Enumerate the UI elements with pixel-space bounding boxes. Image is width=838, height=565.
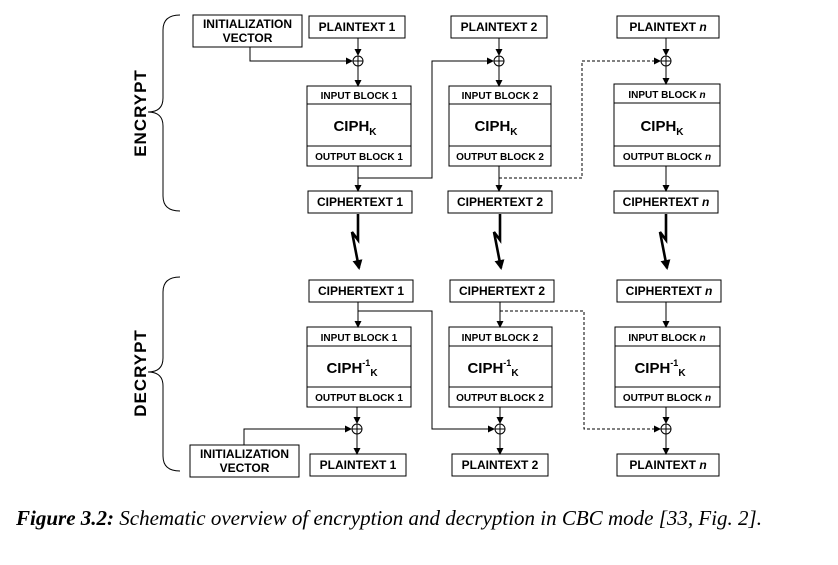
encrypt-cipher-1: CIPHK — [333, 118, 377, 138]
decrypt-output-block-1: OUTPUT BLOCK 1 — [315, 393, 403, 404]
encrypt-xor-n — [660, 55, 672, 67]
encrypt-connectors — [249, 38, 670, 192]
decrypt-plaintext-1: PLAINTEXT 1 — [320, 458, 397, 472]
encrypt-xor-1 — [352, 55, 364, 67]
encrypt-ciphertext-n: CIPHERTEXT n — [623, 195, 710, 209]
decrypt-input-block-n: INPUT BLOCK n — [628, 333, 705, 344]
decrypt-xor-2 — [494, 423, 506, 435]
svg-text:INITIALIZATION: INITIALIZATION — [203, 17, 292, 31]
decrypt-column-1: CIPHERTEXT 1 INPUT BLOCK 1 CIPH-1K OUTPU… — [306, 279, 414, 477]
decrypt-label: DECRYPT — [131, 329, 150, 417]
caption-text: Schematic overview of encryption and dec… — [114, 506, 762, 530]
encrypt-xor-2 — [493, 55, 505, 67]
decrypt-cipher-2: CIPH-1K — [467, 358, 519, 379]
encrypt-input-block-2: INPUT BLOCK 2 — [462, 91, 539, 102]
encrypt-column-1: PLAINTEXT 1 INPUT BLOCK 1 CIPHK OUTPUT B… — [306, 15, 413, 214]
decrypt-iv-box: INITIALIZATION VECTOR — [189, 444, 300, 478]
decrypt-plaintext-n: PLAINTEXT n — [629, 458, 706, 472]
decrypt-xor-n — [660, 423, 672, 435]
encrypt-output-block-n: OUTPUT BLOCK n — [623, 152, 711, 163]
decrypt-section: DECRYPT CIPHERTEXT 1 INPUT BLOCK 1 CIPH-… — [131, 276, 722, 478]
encrypt-plaintext-2: PLAINTEXT 2 — [461, 20, 538, 34]
decrypt-ciphertext-n: CIPHERTEXT n — [626, 284, 713, 298]
decrypt-ciphertext-1: CIPHERTEXT 1 — [318, 284, 404, 298]
figure-caption: Figure 3.2: Schematic overview of encryp… — [16, 505, 831, 532]
decrypt-input-block-1: INPUT BLOCK 1 — [321, 333, 398, 344]
encrypt-plaintext-n: PLAINTEXT n — [629, 20, 706, 34]
decrypt-connectors — [243, 302, 670, 455]
encrypt-cipher-n: CIPHK — [640, 118, 684, 138]
encrypt-brace — [147, 14, 181, 212]
encrypt-plaintext-1-box — [308, 15, 406, 39]
encrypt-ciphertext-1: CIPHERTEXT 1 — [317, 195, 403, 209]
encrypt-section: ENCRYPT INITIALIZATION VECTOR PLAINTEXT … — [131, 14, 721, 214]
encrypt-output-block-2: OUTPUT BLOCK 2 — [456, 152, 544, 163]
figure-label: Figure 3.2: — [16, 506, 115, 530]
decrypt-xor-1 — [351, 423, 363, 435]
decrypt-output-block-n: OUTPUT BLOCK n — [623, 393, 711, 404]
decrypt-plaintext-2: PLAINTEXT 2 — [462, 458, 539, 472]
svg-text:INITIALIZATION: INITIALIZATION — [200, 447, 289, 461]
encrypt-ciphertext-2: CIPHERTEXT 2 — [457, 195, 543, 209]
encrypt-input-block-n: INPUT BLOCK n — [628, 90, 705, 101]
decrypt-column-2: CIPHERTEXT 2 INPUT BLOCK 2 CIPH-1K OUTPU… — [448, 279, 555, 477]
encrypt-plaintext-1: PLAINTEXT 1 — [319, 20, 396, 34]
decrypt-cipher-1: CIPH-1K — [326, 358, 378, 379]
decrypt-output-block-2: OUTPUT BLOCK 2 — [456, 393, 544, 404]
svg-text:VECTOR: VECTOR — [223, 31, 273, 45]
encrypt-column-n: PLAINTEXT n INPUT BLOCK n CIPHK OUTPUT B… — [613, 15, 721, 214]
encrypt-input-block-1: INPUT BLOCK 1 — [321, 91, 398, 102]
encrypt-cipher-2: CIPHK — [474, 118, 518, 138]
decrypt-ciphertext-2: CIPHERTEXT 2 — [459, 284, 545, 298]
decrypt-column-n: CIPHERTEXT n INPUT BLOCK n CIPH-1K OUTPU… — [614, 279, 722, 477]
decrypt-cipher-n: CIPH-1K — [634, 358, 686, 379]
encrypt-column-2: PLAINTEXT 2 INPUT BLOCK 2 CIPHK OUTPUT B… — [447, 15, 553, 214]
svg-text:VECTOR: VECTOR — [220, 461, 270, 475]
encrypt-iv-box: INITIALIZATION VECTOR — [192, 14, 303, 48]
encrypt-label: ENCRYPT — [131, 69, 150, 157]
transmission-arrows — [350, 214, 671, 270]
decrypt-brace — [147, 276, 181, 472]
decrypt-input-block-2: INPUT BLOCK 2 — [462, 333, 539, 344]
encrypt-output-block-1: OUTPUT BLOCK 1 — [315, 152, 403, 163]
